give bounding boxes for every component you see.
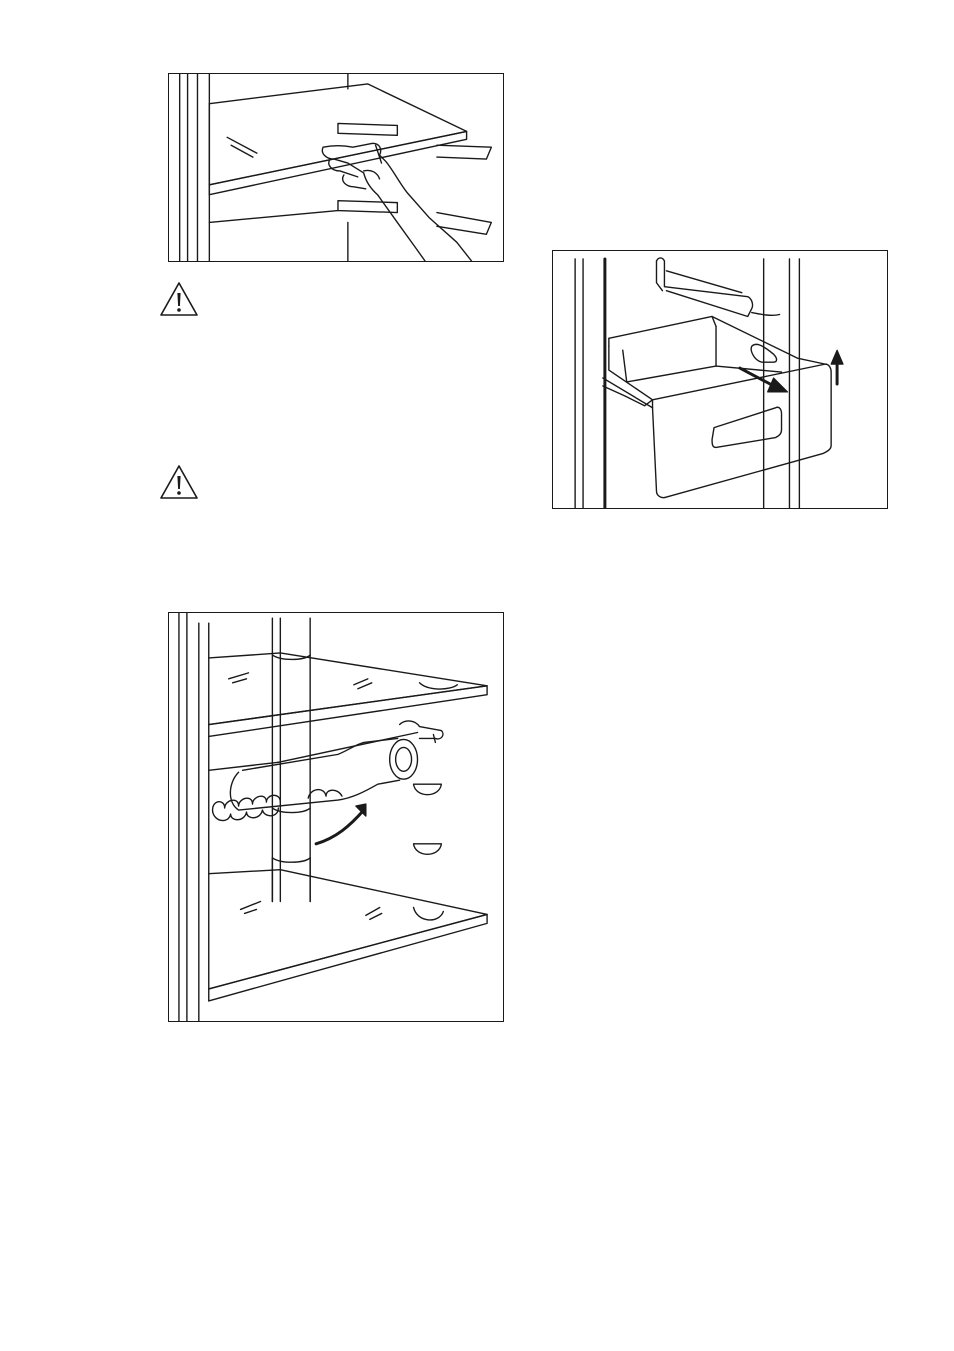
shelf-removal-illustration [168,73,504,262]
warning-triangle-icon [159,281,199,317]
drawer-removal-illustration [552,250,888,509]
warning-triangle-icon [159,464,199,500]
bottle-rack-illustration [168,612,504,1022]
